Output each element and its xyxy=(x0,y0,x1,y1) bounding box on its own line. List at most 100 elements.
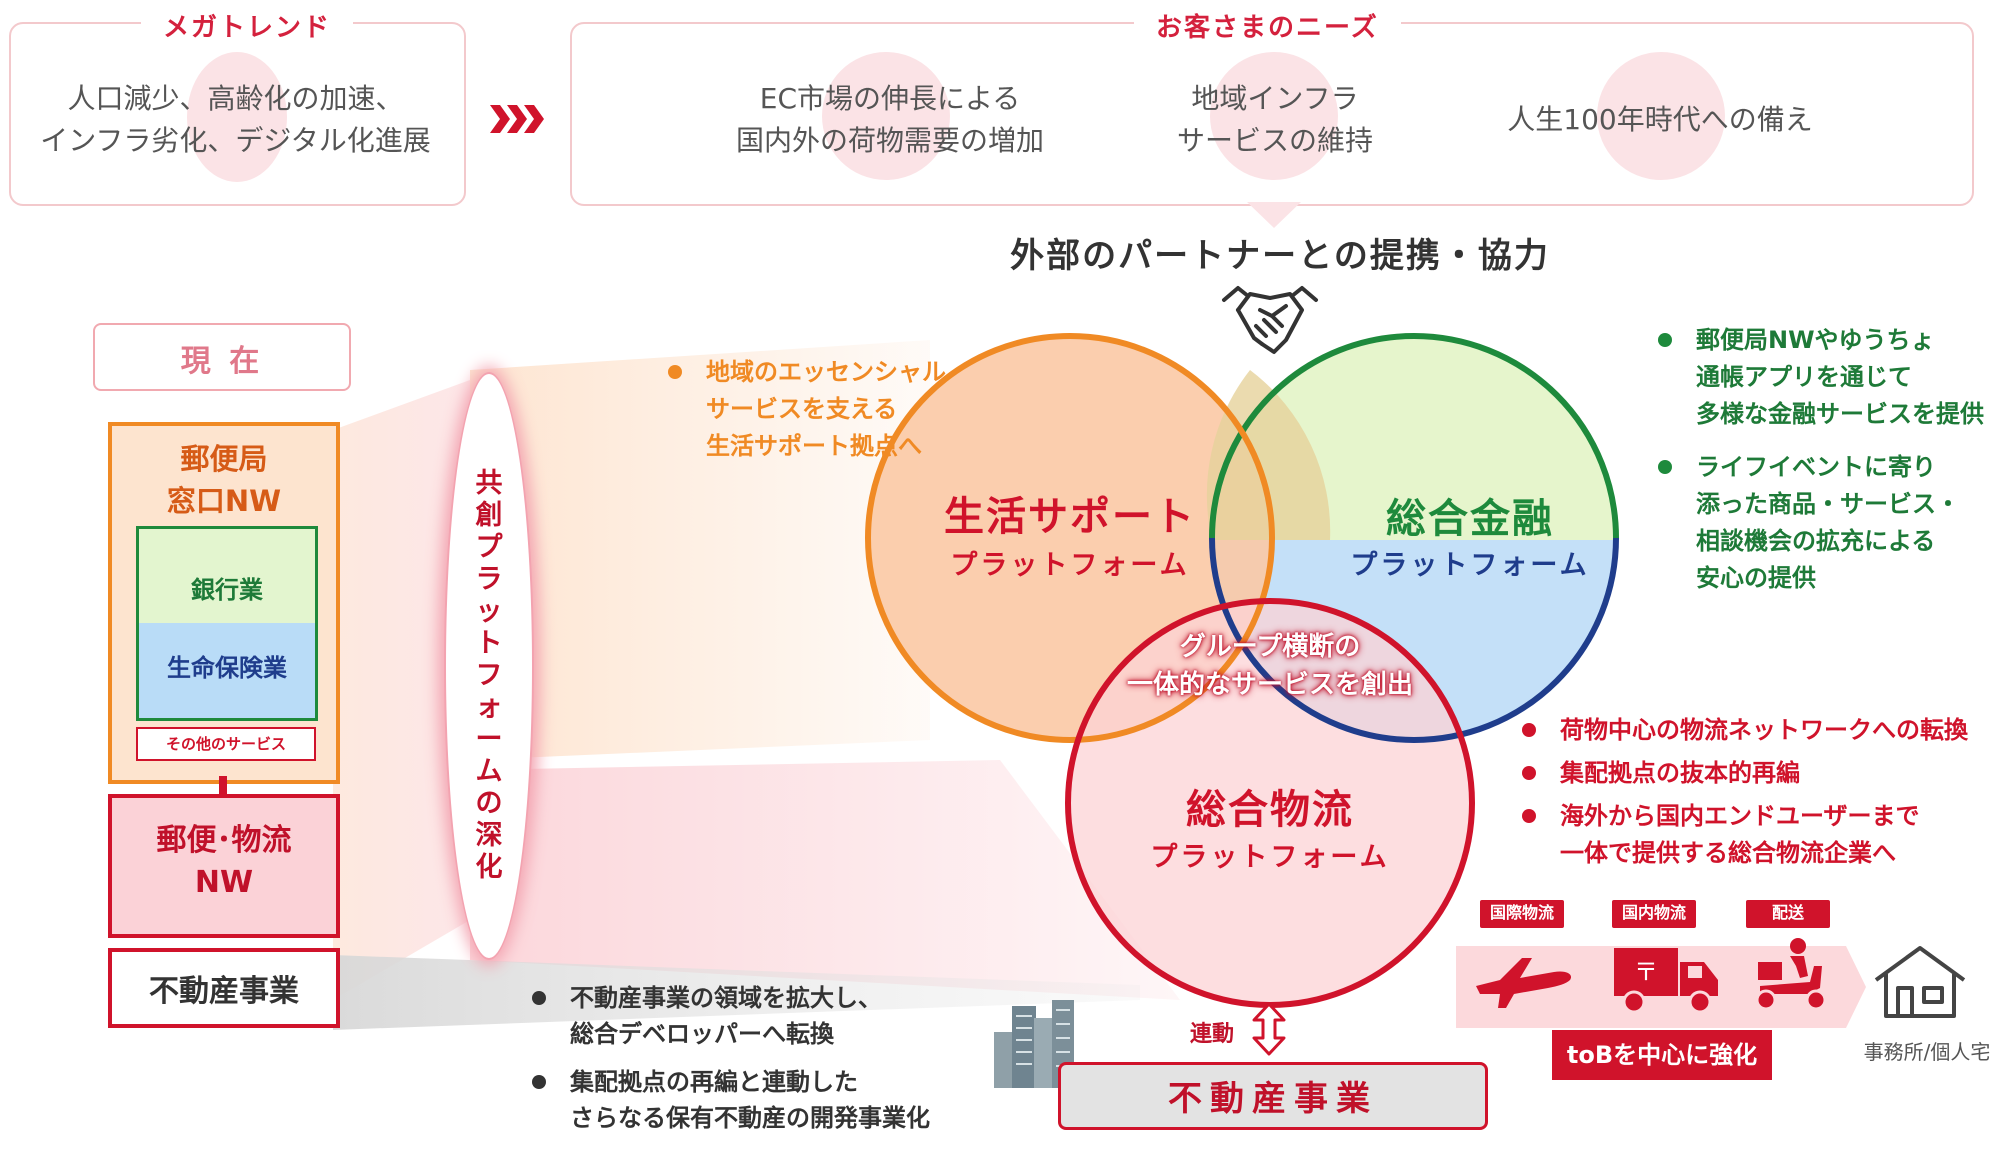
real-estate-left-box xyxy=(108,948,340,1028)
link-label: 連動 xyxy=(1190,1022,1235,1047)
postal-logistics-line2: NW xyxy=(194,865,254,900)
post-office-line2: 窓口NW xyxy=(166,484,282,518)
real-estate-left-label: 不動産事業 xyxy=(149,974,299,1009)
postal-logistics-label: 郵便･物流 NW xyxy=(112,820,336,904)
bullet-dot xyxy=(1522,723,1536,737)
megatrend-decor-circle xyxy=(187,52,287,182)
life-support-bullet-line3: 生活サポート拠点へ xyxy=(706,432,922,460)
finance-bullets: 郵便局NWやゆうちょ 通帳アプリを通じて 多様な金融サービスを提供 ライフイベン… xyxy=(1654,322,1984,613)
finance-bullet-2-line2: 添った商品・サービス・ xyxy=(1696,490,1960,518)
finance-bullet-2-line4: 安心の提供 xyxy=(1696,564,1816,592)
needs-item-2-line2: サービスの維持 xyxy=(1176,124,1373,157)
finance-circle-stroke-bottom xyxy=(1209,537,1619,743)
co-creation-label: 共創プラットフォームの深化 xyxy=(475,468,503,883)
band-pink xyxy=(470,760,1180,1000)
bullet-dot xyxy=(1658,333,1672,347)
scooter-icon xyxy=(1755,938,1827,1011)
other-services-box: その他のサービス xyxy=(136,727,316,761)
finance-bullet-1-line3: 多様な金融サービスを提供 xyxy=(1696,400,1984,428)
logistics-bullet-2-line1: 集配拠点の抜本的再編 xyxy=(1560,759,1800,787)
real-estate-bullet-2-line1: 集配拠点の再編と連動した xyxy=(570,1068,858,1096)
tag-international: 国際物流 xyxy=(1480,900,1564,928)
tag-delivery: 配送 xyxy=(1746,900,1830,928)
real-estate-bullet-1-line1: 不動産事業の領域を拡大し、 xyxy=(570,984,882,1012)
band-orange xyxy=(470,340,930,760)
bullet-dot xyxy=(1522,809,1536,823)
logistics-bullet-3: 海外から国内エンドユーザーまで 一体で提供する総合物流企業へ xyxy=(1518,798,1968,872)
real-estate-bullet-1-line2: 総合デベロッパーへ転換 xyxy=(570,1020,834,1048)
postal-logistics-line1: 郵便･物流 xyxy=(156,823,292,858)
finance-bullet-2-line3: 相談機会の拡充による xyxy=(1696,527,1936,555)
needs-item-1: EC市場の伸長による 国内外の荷物需要の増加 xyxy=(700,78,1080,162)
current-label-box xyxy=(93,323,351,391)
finance-title: 総合金融 xyxy=(1386,496,1554,542)
logistics-subtitle: プラットフォーム xyxy=(1150,842,1390,873)
needs-item-3-line1: 人生100年時代への備え xyxy=(1507,103,1813,136)
life-support-bullets: 地域のエッセンシャル サービスを支える 生活サポート拠点へ xyxy=(664,354,946,481)
real-estate-bullets: 不動産事業の領域を拡大し、 総合デベロッパーへ転換 集配拠点の再編と連動した さ… xyxy=(528,980,930,1152)
life-support-bullet-line2: サービスを支える xyxy=(706,395,898,423)
logistics-bullet-1: 荷物中心の物流ネットワークへの転換 xyxy=(1518,712,1968,749)
finance-bullet-2: ライフイベントに寄り 添った商品・サービス・ 相談機会の拡充による 安心の提供 xyxy=(1654,449,1984,597)
svg-text:〒: 〒 xyxy=(1634,958,1658,986)
bullet-dot xyxy=(1658,460,1672,474)
band-gray xyxy=(333,955,1140,1030)
logistics-bullet-1-line1: 荷物中心の物流ネットワークへの転換 xyxy=(1560,716,1968,744)
bullet-dot xyxy=(668,365,682,379)
logistics-bullets: 荷物中心の物流ネットワークへの転換 集配拠点の抜本的再編 海外から国内エンドユー… xyxy=(1518,712,1968,888)
needs-pointer xyxy=(1247,202,1301,228)
bullet-dot xyxy=(532,991,546,1005)
bullet-dot xyxy=(532,1075,546,1089)
airplane-icon xyxy=(1476,958,1572,1008)
life-support-subtitle: プラットフォーム xyxy=(950,550,1190,581)
banking-box xyxy=(136,526,318,625)
destination-label: 事務所/個人宅 xyxy=(1863,1040,1991,1064)
finance-bullet-1-line2: 通帳アプリを通じて xyxy=(1696,363,1912,391)
life-support-title: 生活サポート xyxy=(944,494,1196,540)
needs-decor-circle-1 xyxy=(822,52,950,180)
logistics-bullet-3-line2: 一体で提供する総合物流企業へ xyxy=(1560,839,1896,867)
double-arrow-icon xyxy=(1252,1002,1286,1056)
postal-logistics-box xyxy=(108,794,340,938)
group-label: グループ横断の 一体的なサービスを創出 xyxy=(1090,628,1450,704)
post-office-line1: 郵便局 xyxy=(180,442,268,476)
finance-circle-stroke-top xyxy=(1209,333,1619,539)
handshake-icon xyxy=(1222,286,1318,354)
needs-item-1-line1: EC市場の伸長による xyxy=(759,82,1021,115)
life-insurance-box xyxy=(136,623,318,721)
logistics-circle-fill xyxy=(1068,601,1472,1005)
megatrend-text: 人口減少、高齢化の加速、 インフラ劣化、デジタル化進展 xyxy=(9,78,462,162)
bullet-dot xyxy=(1522,766,1536,780)
needs-item-2: 地域インフラ サービスの維持 xyxy=(1120,78,1430,162)
real-estate-bullet-2-line2: さらなる保有不動産の開発事業化 xyxy=(570,1104,930,1132)
real-estate-bullet-2: 集配拠点の再編と連動した さらなる保有不動産の開発事業化 xyxy=(528,1064,930,1136)
logistics-bullet-2: 集配拠点の抜本的再編 xyxy=(1518,755,1968,792)
band-left xyxy=(333,380,470,1000)
truck-icon: 〒 xyxy=(1614,948,1718,1014)
finance-bullet-1: 郵便局NWやゆうちょ 通帳アプリを通じて 多様な金融サービスを提供 xyxy=(1654,322,1984,433)
needs-item-3: 人生100年時代への備え xyxy=(1480,99,1840,141)
needs-decor-circle-2 xyxy=(1210,52,1338,180)
life-insurance-label: 生命保険業 xyxy=(167,654,287,682)
megatrend-line1: 人口減少、高齢化の加速、 xyxy=(67,82,404,115)
needs-decor-circle-3 xyxy=(1597,52,1725,180)
finance-subtitle: プラットフォーム xyxy=(1350,550,1590,581)
finance-bullet-2-line1: ライフイベントに寄り xyxy=(1696,453,1936,481)
tag-domestic: 国内物流 xyxy=(1612,900,1696,928)
group-line2: 一体的なサービスを創出 xyxy=(1126,670,1413,700)
overlap-orange-green xyxy=(1206,370,1331,540)
connector-line xyxy=(219,776,227,796)
logistics-title: 総合物流 xyxy=(1186,787,1354,833)
real-estate-bottom-box xyxy=(1058,1062,1488,1130)
tob-badge: toBを中心に強化 xyxy=(1552,1030,1772,1080)
logistics-bullet-3-line1: 海外から国内エンドユーザーまで xyxy=(1560,802,1920,830)
banking-label: 銀行業 xyxy=(191,576,263,604)
current-label: 現 在 xyxy=(180,344,264,379)
group-line1: グループ横断の xyxy=(1179,632,1361,662)
partnership-label: 外部のパートナーとの提携・協力 xyxy=(1010,236,1550,276)
life-support-bullet: 地域のエッセンシャル サービスを支える 生活サポート拠点へ xyxy=(664,354,946,465)
needs-title: お客さまのニーズ xyxy=(1134,7,1401,44)
needs-item-1-line2: 国内外の荷物需要の増加 xyxy=(735,124,1044,157)
